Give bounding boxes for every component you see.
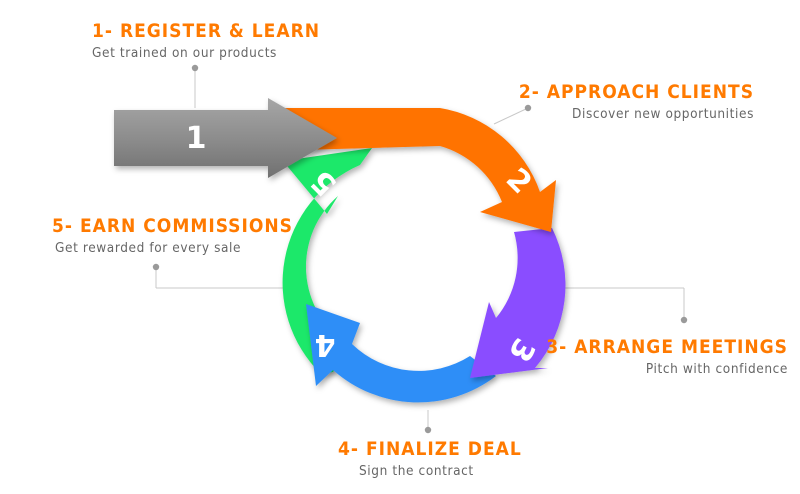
step-4-title: 4- FINALIZE DEAL [338,438,522,460]
step-5-title: 5- EARN COMMISSIONS [52,215,293,237]
step-4-label: 4- FINALIZE DEAL Sign the contract [338,440,522,479]
step-2-title: 2- APPROACH CLIENTS [518,81,754,103]
connector-dots [152,64,688,434]
arrow-1-number: 1 [186,121,207,156]
step-1-subtitle: Get trained on our products [92,45,277,61]
arrow-4-number: 4 [315,327,336,362]
step-3-title: 3- ARRANGE MEETINGS [546,336,788,358]
step-3-label: 3- ARRANGE MEETINGS Pitch with confidenc… [546,338,788,377]
step-3-subtitle: Pitch with confidence [645,361,788,377]
step-2-subtitle: Discover new opportunities [572,106,754,122]
arrow-1-gray [114,98,337,178]
arrow-5-green [282,148,372,374]
step-5-subtitle: Get rewarded for every sale [55,240,242,256]
arrow-4-blue [306,304,496,403]
arrow-2-orange [278,108,556,232]
step-1-label: 1- REGISTER & LEARN Get trained on our p… [92,22,320,61]
arrow-3-purple [470,228,566,378]
step-5-label: 5- EARN COMMISSIONS Get rewarded for eve… [52,217,293,256]
step-2-label: 2- APPROACH CLIENTS Discover new opportu… [519,83,754,122]
step-1-title: 1- REGISTER & LEARN [92,20,321,42]
step-4-subtitle: Sign the contract [359,463,474,479]
